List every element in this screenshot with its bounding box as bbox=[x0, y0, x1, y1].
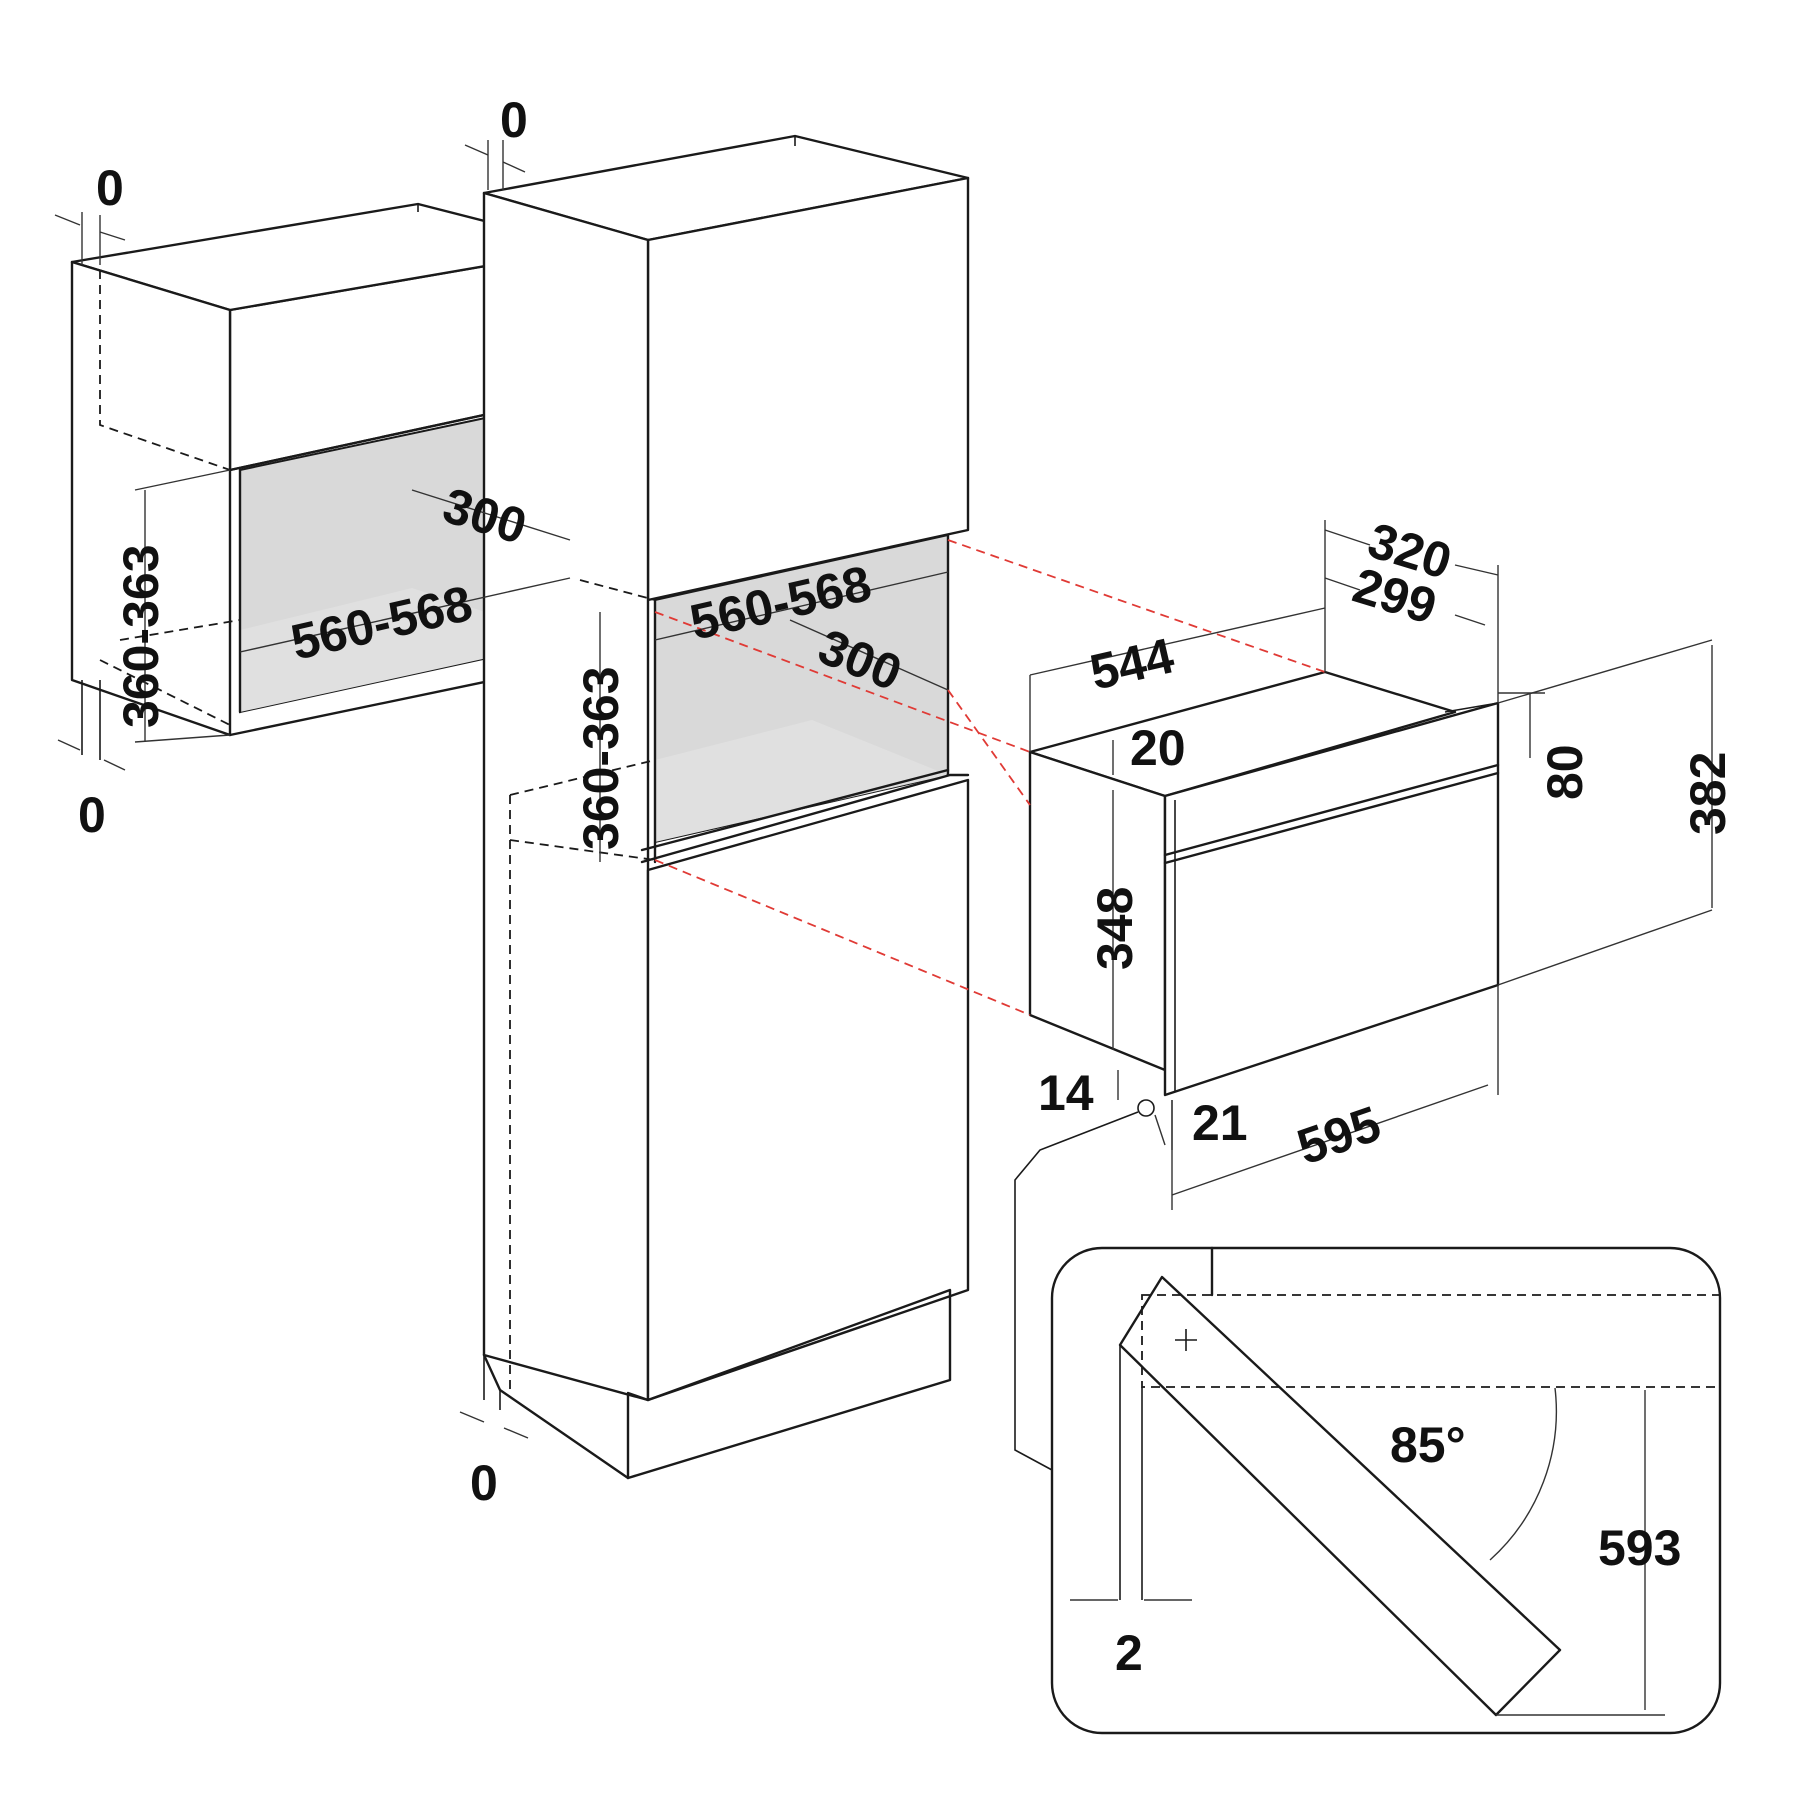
appliance-front-thickness-label: 21 bbox=[1192, 1095, 1248, 1151]
door-detail-callout: 85° 593 2 bbox=[1014, 1099, 1722, 1735]
appliance-front-width-label: 595 bbox=[1290, 1095, 1387, 1175]
appliance-bottom-offset-label: 14 bbox=[1038, 1065, 1094, 1121]
appliance-body-width-label: 544 bbox=[1085, 627, 1179, 700]
detail-marker-icon bbox=[1137, 1099, 1155, 1117]
tall-cabinet-bottom-gap-label: 0 bbox=[470, 1455, 498, 1511]
door-open-angle-label: 85° bbox=[1390, 1417, 1466, 1473]
alignment-guides bbox=[654, 539, 1326, 1016]
left-cabinet-top-gap-label: 0 bbox=[96, 160, 124, 216]
tall-cabinet bbox=[482, 134, 970, 1480]
left-cabinet-bottom-gap-label: 0 bbox=[78, 787, 106, 843]
tall-cabinet-niche-height-label: 360-363 bbox=[573, 667, 629, 851]
appliance-dimensions: 320 299 544 20 80 382 348 14 21 595 bbox=[1029, 512, 1736, 1210]
left-cabinet-niche-height-label: 360-363 bbox=[113, 545, 169, 729]
tall-cabinet-top-gap-label: 0 bbox=[500, 92, 528, 148]
appliance-panel-height-label: 80 bbox=[1537, 744, 1593, 800]
door-open-reach-label: 593 bbox=[1598, 1520, 1681, 1576]
appliance-body-height-label: 348 bbox=[1087, 887, 1143, 970]
door-gap-label: 2 bbox=[1115, 1625, 1143, 1681]
microwave-appliance bbox=[1028, 670, 1500, 1097]
appliance-top-offset-label: 20 bbox=[1130, 720, 1186, 776]
appliance-front-height-label: 382 bbox=[1680, 752, 1736, 835]
